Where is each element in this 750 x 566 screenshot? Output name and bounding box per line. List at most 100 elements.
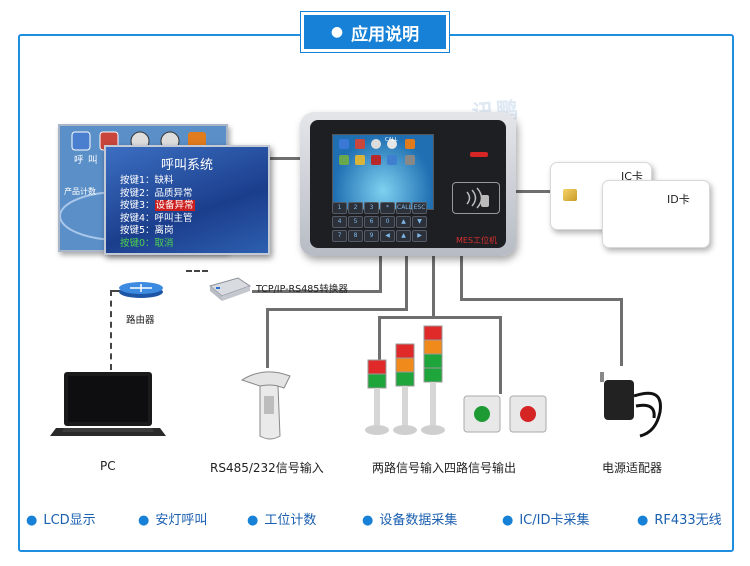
key-1[interactable]: 1 <box>332 202 347 214</box>
chip-icon <box>563 189 577 201</box>
wire-buttons-v <box>499 316 502 394</box>
key-up[interactable]: ▲ <box>396 216 411 228</box>
signal-tower-lights <box>365 325 445 435</box>
key-list: 按键1：缺料 按键2：品质异常 按键3：设备异常 按键4：呼叫主管 按键5：离岗… <box>120 175 195 250</box>
key-7[interactable]: 7 <box>332 230 347 242</box>
pc-label: PC <box>100 459 116 473</box>
key-item-5: 按键5：离岗 <box>120 225 174 236</box>
converter-label: TCP/IP-RS485转换器 <box>256 284 348 295</box>
barcode-scanner-icon <box>240 371 291 440</box>
tower-3 <box>421 325 445 435</box>
call-system-screen: 呼叫系统 按键1：缺料 按键2：品质异常 按键3：设备异常 按键4：呼叫主管 按… <box>104 145 270 255</box>
counter-icon <box>355 139 365 149</box>
call-system-title: 呼叫系统 <box>160 158 213 173</box>
ic-card-label: IC卡 <box>621 170 643 183</box>
wire-terminal-cards <box>506 190 552 193</box>
key-3[interactable]: 3 <box>364 202 379 214</box>
timer-icon <box>387 139 397 149</box>
scanner-label: RS485/232信号输入 <box>210 461 324 475</box>
back-label-3: 产品计数 <box>64 187 96 196</box>
feature-data: ●设备数据采集 <box>362 513 458 528</box>
dash-router-converter <box>186 270 208 272</box>
bullet-icon: ● <box>330 24 344 40</box>
bullet-icon: ● <box>362 513 374 528</box>
key-0[interactable]: 0 <box>380 216 395 228</box>
key-6[interactable]: 6 <box>364 216 379 228</box>
mes-terminal: CALL 1 2 3 * CALL ESC 4 5 6 0 ▲ ▼ 7 8 9 … <box>300 112 516 256</box>
terminal-screen: CALL <box>332 134 434 210</box>
wire-trunk-4 <box>460 256 463 300</box>
key-call[interactable]: CALL <box>396 202 412 214</box>
key-item-0: 按键0：取消 <box>120 237 174 249</box>
key-4[interactable]: 4 <box>332 216 347 228</box>
id-card-label: ID卡 <box>667 193 690 206</box>
key-down[interactable]: ▼ <box>412 216 427 228</box>
help-icon <box>387 155 397 165</box>
wire-trunk-3 <box>432 256 435 318</box>
back-label-1: 呼 <box>74 155 84 166</box>
laptop-icon <box>50 372 166 436</box>
tower-2 <box>393 343 417 435</box>
key-8[interactable]: 8 <box>348 230 363 242</box>
box-icon <box>355 155 365 165</box>
bullet-icon: ● <box>138 513 150 528</box>
alarm-icon <box>371 155 381 165</box>
key-2[interactable]: 2 <box>348 202 363 214</box>
grid-icon <box>339 155 349 165</box>
id-card: ID卡 <box>602 180 710 248</box>
terminal-panel: CALL 1 2 3 * CALL ESC 4 5 6 0 ▲ ▼ 7 8 9 … <box>310 120 506 248</box>
signal-button-boxes <box>463 395 547 433</box>
nfc-icon <box>466 187 489 209</box>
dash-router-h <box>110 290 120 292</box>
section-title-text: 应用说明 <box>351 24 420 45</box>
feature-rf: ●RF433无线 <box>637 513 722 528</box>
wire-power-v <box>620 298 623 366</box>
key-left[interactable]: ◀ <box>380 230 395 242</box>
power-adapter-icon <box>600 372 662 438</box>
key-esc[interactable]: ESC <box>412 202 427 214</box>
wire-lights-v1 <box>378 316 381 362</box>
phone-icon <box>339 139 349 149</box>
power-label: 电源适配器 <box>602 461 663 475</box>
key-item-4: 按键4：呼叫主管 <box>120 212 193 224</box>
bullet-icon: ● <box>26 513 38 528</box>
converter-icon <box>208 277 252 301</box>
bullet-icon: ● <box>637 513 649 528</box>
clock-icon <box>371 139 381 149</box>
camera-icon <box>470 152 488 157</box>
back-label-2: 叫 <box>88 155 98 166</box>
key-5[interactable]: 5 <box>348 216 363 228</box>
lights-label: 两路信号输入四路信号输出 <box>372 461 517 475</box>
feature-lcd: ●LCD显示 <box>26 513 96 528</box>
wire-scanner-v <box>266 308 269 368</box>
wire-buttons-h <box>433 316 501 319</box>
router-icon <box>119 282 163 298</box>
gear-icon <box>405 155 415 165</box>
key-up-2[interactable]: ▲ <box>396 230 411 242</box>
bullet-icon: ● <box>502 513 514 528</box>
router-label: 路由器 <box>126 315 155 326</box>
wire-scanner-h <box>266 308 408 311</box>
wire-lights-h <box>378 316 435 319</box>
wire-trunk-2 <box>405 256 408 310</box>
key-item-3: 按键3：设备异常 <box>120 200 195 211</box>
terminal-label: MES工位机 <box>456 236 498 245</box>
feature-count: ●工位计数 <box>247 513 317 528</box>
feature-card: ●IC/ID卡采集 <box>502 513 590 528</box>
wire-trunk-1 <box>379 256 382 292</box>
key-item-1: 按键1：缺料 <box>120 175 174 186</box>
rss-icon <box>405 139 415 149</box>
key-star[interactable]: * <box>380 202 395 214</box>
section-title: ● 应用说明 <box>300 11 450 53</box>
feature-andon: ●安灯呼叫 <box>138 513 208 528</box>
tower-1 <box>365 359 389 435</box>
wire-lcd-terminal <box>266 157 310 160</box>
bullet-icon: ● <box>247 513 259 528</box>
key-item-2: 按键2：品质异常 <box>120 187 193 199</box>
screen-call-label: CALL <box>385 137 398 143</box>
wire-converter <box>252 290 382 293</box>
key-right[interactable]: ▶ <box>412 230 427 242</box>
nfc-reader <box>452 182 500 214</box>
dash-router-pc <box>110 290 112 370</box>
key-9[interactable]: 9 <box>364 230 379 242</box>
